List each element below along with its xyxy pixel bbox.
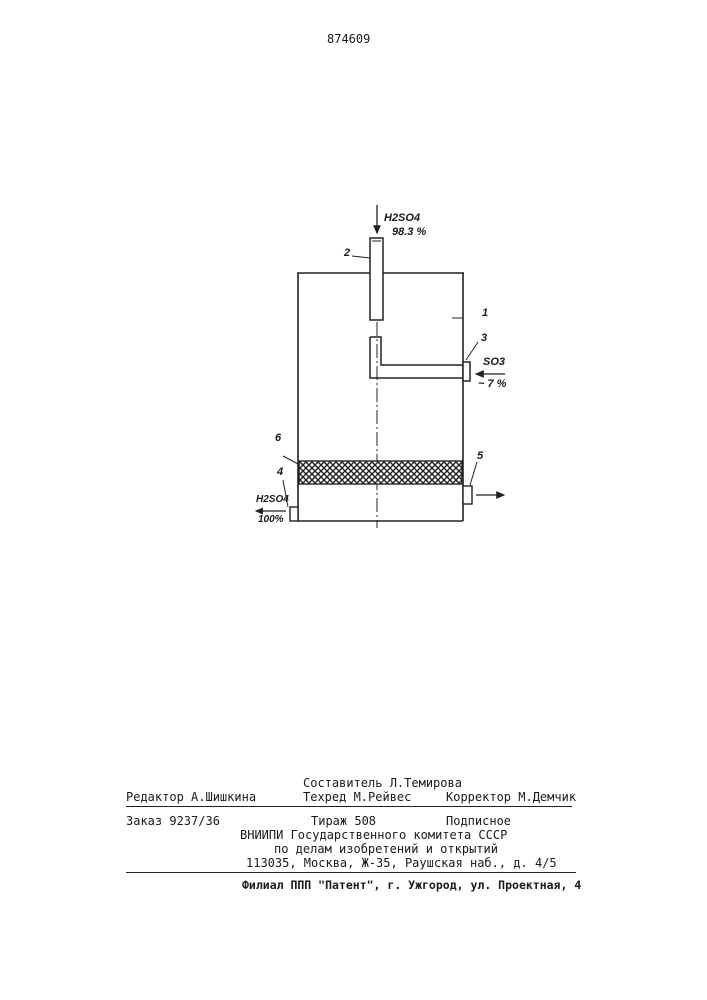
compiler: Составитель Л.Темирова [303, 776, 462, 790]
subscription: Подписное [446, 814, 511, 828]
editor: Редактор А.Шишкина [126, 790, 256, 804]
circulation: Тираж 508 [311, 814, 376, 828]
part-label-2: 2 [344, 247, 350, 259]
inlet-top-formula: H2SO4 [384, 212, 420, 224]
part-label-4: 4 [277, 466, 283, 478]
outlet-formula: H2SO4 [256, 494, 289, 505]
outlet-concentration: 100% [258, 514, 284, 525]
institute-line-1: ВНИИПИ Государственного комитета СССР [240, 828, 507, 842]
order: Заказ 9237/36 [126, 814, 220, 828]
packing-layer [299, 461, 462, 484]
techred: Техред М.Рейвес [303, 790, 411, 804]
right-outlet-nozzle [463, 486, 472, 504]
side-inlet-pipe [370, 337, 470, 381]
part-label-1: 1 [482, 307, 488, 319]
corrector: Корректор М.Демчик [446, 790, 576, 804]
inlet-side-formula: SO3 [483, 356, 505, 368]
rule-top [126, 806, 572, 807]
part-label-6: 6 [275, 432, 281, 444]
part-label-5: 5 [477, 450, 483, 462]
rule-bottom [126, 872, 576, 873]
inlet-side-concentration: ~ 7 % [478, 378, 506, 390]
part-label-3: 3 [481, 332, 487, 344]
institute-line-2: по делам изобретений и открытий [274, 842, 498, 856]
left-outlet-nozzle [290, 507, 298, 521]
inlet-top-concentration: 98.3 % [392, 226, 426, 238]
branch: Филиал ППП "Патент", г. Ужгород, ул. Про… [242, 878, 581, 892]
address: 113035, Москва, Ж-35, Раушская наб., д. … [246, 856, 557, 870]
top-inlet-pipe [370, 238, 383, 320]
